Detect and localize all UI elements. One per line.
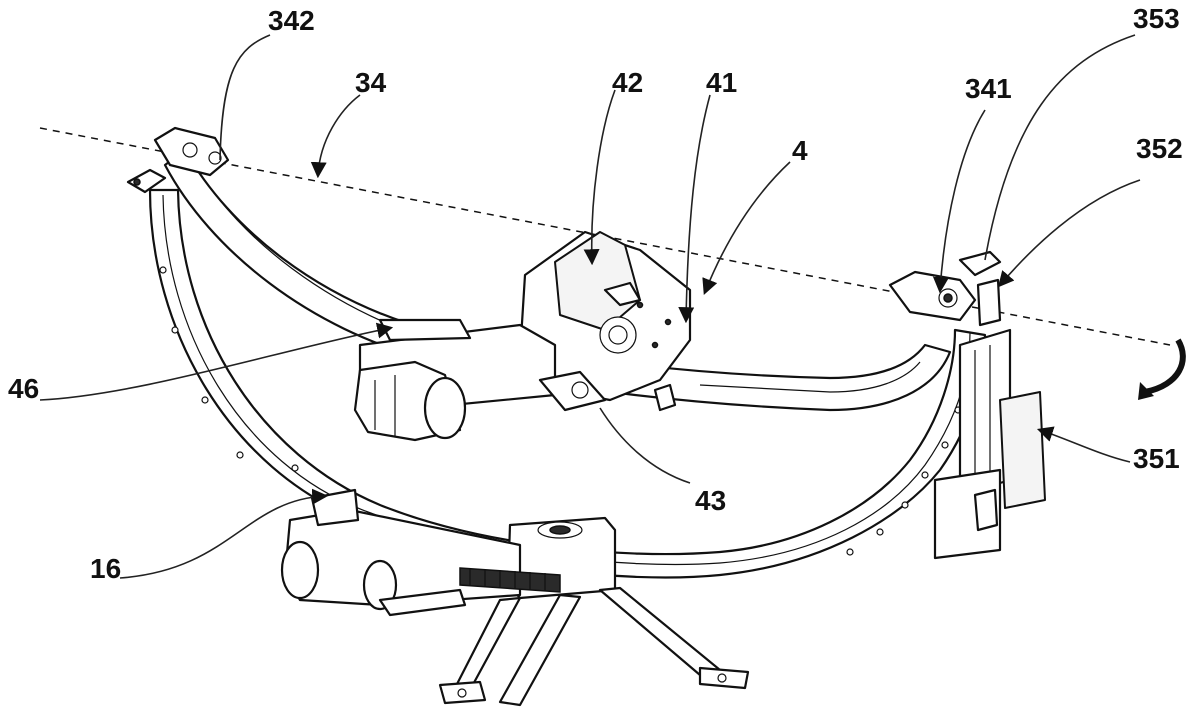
label-353: 353 bbox=[1133, 3, 1180, 34]
rotating-head bbox=[518, 230, 692, 412]
curved-rotation-arrow-icon bbox=[1144, 338, 1186, 395]
label-46: 46 bbox=[8, 373, 39, 404]
label-16: 16 bbox=[90, 553, 121, 584]
frame-holes bbox=[159, 266, 962, 556]
upper-motor bbox=[353, 318, 607, 442]
label-42: 42 bbox=[612, 67, 643, 98]
right-pivot-bracket bbox=[888, 270, 977, 322]
label-351: 351 bbox=[1133, 443, 1180, 474]
rotation-arrow-head bbox=[1138, 382, 1154, 400]
reference-labels: 342 34 42 41 4 341 353 352 351 46 43 16 bbox=[8, 3, 1183, 584]
label-342: 342 bbox=[268, 5, 315, 36]
leader-lines bbox=[39, 34, 1141, 579]
label-41: 41 bbox=[706, 67, 737, 98]
label-43: 43 bbox=[695, 485, 726, 516]
bottom-carriage bbox=[280, 488, 617, 611]
label-341: 341 bbox=[965, 73, 1012, 104]
label-34: 34 bbox=[355, 67, 387, 98]
label-352: 352 bbox=[1136, 133, 1183, 164]
left-pivot-bracket bbox=[126, 126, 230, 194]
label-4: 4 bbox=[792, 135, 808, 166]
base-stand bbox=[378, 586, 750, 707]
right-actuator bbox=[933, 250, 1046, 560]
